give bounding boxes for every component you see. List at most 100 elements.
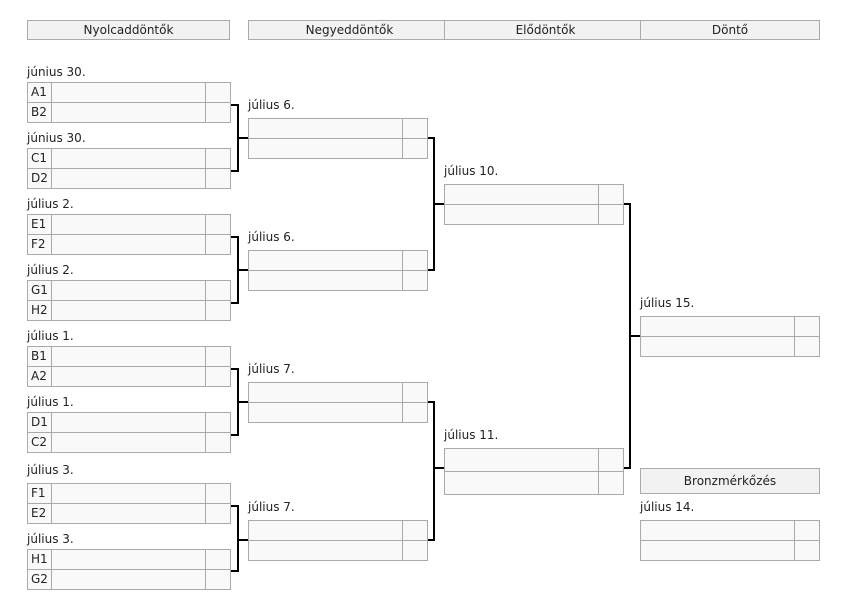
qf-match-2-date: július 6. bbox=[248, 230, 295, 244]
team-name-cell bbox=[249, 383, 402, 402]
seed-label: D2 bbox=[28, 169, 52, 188]
score-cell bbox=[205, 413, 230, 432]
score-cell bbox=[402, 383, 427, 402]
sf-match-1-home bbox=[444, 184, 624, 205]
team-name-cell bbox=[52, 550, 205, 569]
qf-match-4-home bbox=[248, 520, 428, 541]
connector-qf-3-4 bbox=[427, 401, 444, 541]
score-cell bbox=[402, 251, 427, 270]
score-cell bbox=[598, 205, 623, 224]
score-cell bbox=[205, 433, 230, 452]
team-name-cell bbox=[52, 484, 205, 503]
sf-match-2-date: július 11. bbox=[444, 428, 499, 442]
r16-match-1: A1 B2 bbox=[27, 82, 231, 123]
r16-match-6: D1 C2 bbox=[27, 412, 231, 453]
r16-match-7: F1 E2 bbox=[27, 483, 231, 524]
final-match-away bbox=[640, 336, 820, 357]
score-cell bbox=[205, 235, 230, 254]
seed-label: E1 bbox=[28, 215, 52, 234]
qf-match-2-home bbox=[248, 250, 428, 271]
score-cell bbox=[794, 317, 819, 336]
score-cell bbox=[205, 103, 230, 122]
team-name-cell bbox=[52, 281, 205, 300]
team-name-cell bbox=[249, 403, 402, 422]
team-name-cell bbox=[52, 433, 205, 452]
r16-match-7-away: E2 bbox=[27, 503, 231, 524]
team-name-cell bbox=[52, 347, 205, 366]
score-cell bbox=[205, 83, 230, 102]
seed-label: F2 bbox=[28, 235, 52, 254]
score-cell bbox=[205, 281, 230, 300]
qf-match-4 bbox=[248, 520, 428, 561]
seed-label: G1 bbox=[28, 281, 52, 300]
bronze-match-away bbox=[640, 540, 820, 561]
final-match bbox=[640, 316, 820, 357]
seed-label: D1 bbox=[28, 413, 52, 432]
score-cell bbox=[402, 403, 427, 422]
team-name-cell bbox=[445, 472, 598, 491]
connector-r16-1-2 bbox=[231, 104, 248, 172]
r16-match-5-date: július 1. bbox=[27, 329, 74, 343]
sf-match-1 bbox=[444, 184, 624, 225]
team-name-cell bbox=[52, 169, 205, 188]
round-header-r16: Nyolcaddöntők bbox=[27, 20, 230, 40]
team-name-cell bbox=[445, 205, 598, 224]
r16-match-4-home: G1 bbox=[27, 280, 231, 301]
score-cell bbox=[794, 521, 819, 540]
score-cell bbox=[794, 337, 819, 356]
r16-match-4: G1 H2 bbox=[27, 280, 231, 321]
seed-label: A2 bbox=[28, 367, 52, 386]
team-name-cell bbox=[52, 235, 205, 254]
sf-match-2 bbox=[444, 448, 624, 495]
r16-match-6-home: D1 bbox=[27, 412, 231, 433]
r16-match-5: B1 A2 bbox=[27, 346, 231, 387]
team-name-cell bbox=[445, 185, 598, 204]
round-header-sf: Elődöntők bbox=[444, 20, 647, 40]
score-cell bbox=[598, 449, 623, 471]
score-cell bbox=[205, 484, 230, 503]
score-cell bbox=[402, 119, 427, 138]
team-name-cell bbox=[641, 541, 794, 560]
connector-r16-5-6 bbox=[231, 368, 248, 436]
final-match-home bbox=[640, 316, 820, 337]
sf-match-1-away bbox=[444, 204, 624, 225]
r16-match-8-home: H1 bbox=[27, 549, 231, 570]
r16-match-3: E1 F2 bbox=[27, 214, 231, 255]
round-header-final: Döntő bbox=[640, 20, 820, 40]
connector-sf-final bbox=[623, 203, 640, 469]
seed-label: C1 bbox=[28, 149, 52, 168]
team-name-cell bbox=[641, 337, 794, 356]
seed-label: F1 bbox=[28, 484, 52, 503]
qf-match-3-date: július 7. bbox=[248, 362, 295, 376]
qf-match-3 bbox=[248, 382, 428, 423]
r16-match-3-home: E1 bbox=[27, 214, 231, 235]
qf-match-2 bbox=[248, 250, 428, 291]
r16-match-6-away: C2 bbox=[27, 432, 231, 453]
team-name-cell bbox=[641, 317, 794, 336]
score-cell bbox=[205, 149, 230, 168]
qf-match-1-away bbox=[248, 138, 428, 159]
connector-r16-3-4 bbox=[231, 236, 248, 304]
r16-match-4-away: H2 bbox=[27, 300, 231, 321]
team-name-cell bbox=[641, 521, 794, 540]
r16-match-7-date: július 3. bbox=[27, 463, 74, 477]
sf-match-1-date: július 10. bbox=[444, 164, 499, 178]
connector-qf-1-2 bbox=[427, 137, 444, 271]
r16-match-6-date: július 1. bbox=[27, 395, 74, 409]
seed-label: B1 bbox=[28, 347, 52, 366]
seed-label: G2 bbox=[28, 570, 52, 589]
r16-match-1-home: A1 bbox=[27, 82, 231, 103]
qf-match-1-home bbox=[248, 118, 428, 139]
connector-r16-7-8 bbox=[231, 505, 248, 572]
qf-match-2-away bbox=[248, 270, 428, 291]
team-name-cell bbox=[249, 541, 402, 560]
team-name-cell bbox=[52, 570, 205, 589]
score-cell bbox=[205, 301, 230, 320]
qf-match-1 bbox=[248, 118, 428, 159]
seed-label: C2 bbox=[28, 433, 52, 452]
bronze-match-home bbox=[640, 520, 820, 541]
bronze-match-header: Bronzmérkőzés bbox=[640, 468, 820, 494]
r16-match-5-home: B1 bbox=[27, 346, 231, 367]
team-name-cell bbox=[52, 504, 205, 523]
